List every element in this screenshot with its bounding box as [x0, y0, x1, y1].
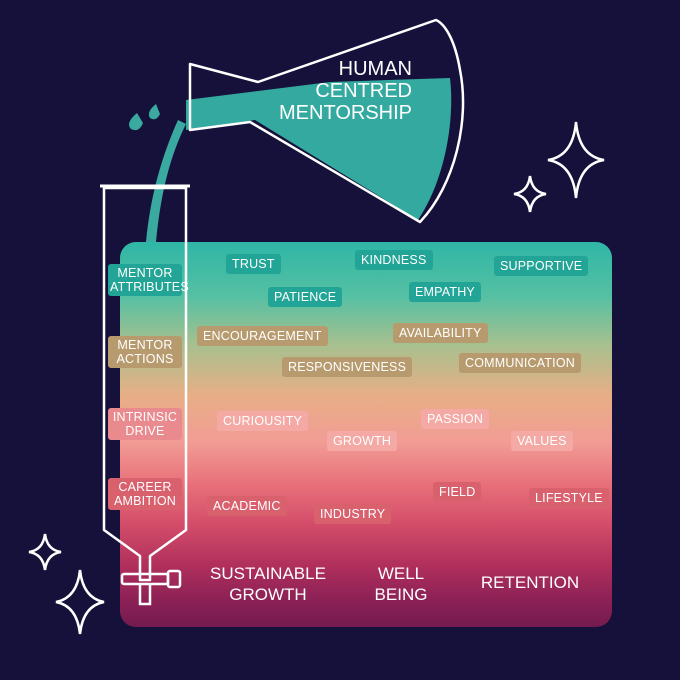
flask-title-line: MENTORSHIP [279, 102, 412, 124]
outcome-retention: RETENTION [470, 572, 590, 593]
tag-curiousity: CURIOUSITY [217, 411, 309, 431]
tube-label-line: DRIVE [125, 424, 165, 438]
outcome-line: RETENTION [480, 573, 580, 592]
tag-patience: PATIENCE [268, 287, 343, 307]
tag-industry: INDUSTRY [314, 504, 392, 524]
burette-outline-icon [102, 186, 188, 582]
tube-label-mentor-attributes: MENTOR ATTRIBUTES [108, 264, 189, 296]
sparkle-icon [547, 121, 605, 199]
tag-field: FIELD [433, 482, 482, 502]
tag-communication: COMMUNICATION [459, 353, 581, 373]
tag-empathy: EMPATHY [409, 282, 481, 302]
tag-kindness: KINDNESS [355, 250, 433, 270]
droplet-icon [129, 113, 143, 131]
tube-label-mentor-actions: MENTOR ACTIONS [108, 336, 182, 368]
tube-label-line: MENTOR [117, 338, 173, 352]
tag-values: VALUES [511, 431, 573, 451]
flask-liquid [186, 78, 452, 220]
tag-passion: PASSION [421, 409, 490, 429]
tube-label-line: ACTIONS [116, 352, 174, 366]
flask-outline-icon [188, 18, 465, 224]
outcome-line: SUSTAINABLE [210, 564, 326, 583]
tube-label-line: INTRINSIC [112, 410, 178, 424]
outcome-well-being: WELL BEING [360, 563, 442, 605]
outcome-line: GROWTH [229, 585, 307, 604]
tag-supportive: SUPPORTIVE [494, 256, 589, 276]
tube-label-line: AMBITION [113, 494, 177, 508]
tube-label-career-ambition: CAREER AMBITION [108, 478, 182, 510]
sparkle-icon [55, 569, 105, 635]
tube-label-intrinsic-drive: INTRINSIC DRIVE [108, 408, 182, 440]
sparkle-icon [513, 175, 547, 213]
outcome-sustainable-growth: SUSTAINABLE GROWTH [200, 563, 336, 605]
tube-label-line: MENTOR [117, 266, 173, 280]
tag-growth: GROWTH [327, 431, 398, 451]
tag-responsiveness: RESPONSIVENESS [282, 357, 413, 377]
tag-availability: AVAILABILITY [393, 323, 488, 343]
flask-title-line: CENTRED [315, 80, 412, 102]
droplet-icon [148, 104, 160, 120]
flask-title-line: HUMAN [338, 58, 412, 80]
tag-trust: TRUST [226, 254, 281, 274]
tag-academic: ACADEMIC [207, 496, 287, 516]
flask-title: HUMAN CENTRED MENTORSHIP [270, 58, 412, 124]
sparkle-icon [28, 533, 62, 571]
tag-lifestyle: LIFESTYLE [529, 488, 609, 508]
tube-label-line: CAREER [118, 480, 172, 494]
outcome-line: WELL [377, 564, 425, 583]
tube-label-line: ATTRIBUTES [110, 280, 189, 294]
outcome-line: BEING [374, 585, 428, 604]
pour-stream-icon [146, 120, 186, 242]
tag-encouragement: ENCOURAGEMENT [197, 326, 328, 346]
